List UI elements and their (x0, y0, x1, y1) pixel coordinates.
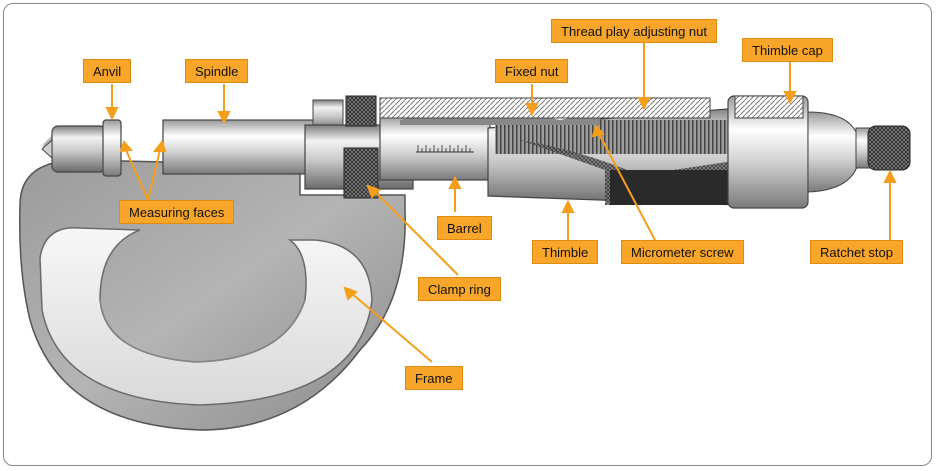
callout-anvil: Anvil (83, 59, 132, 83)
thimble-part (379, 97, 741, 206)
callout-measuring-faces: Measuring faces (119, 200, 235, 224)
callout-fixed-nut: Fixed nut (495, 59, 569, 83)
anvil-part (41, 119, 122, 177)
callout-barrel: Barrel (437, 216, 492, 240)
leader-lines (105, 38, 897, 363)
callout-frame: Frame (405, 366, 463, 390)
ratchet-stop-part (855, 125, 911, 171)
callout-clamp-ring: Clamp ring (418, 277, 501, 301)
callout-thimble: Thimble (532, 240, 599, 264)
callout-thread-play-adjusting-nut: Thread play adjusting nut (551, 19, 717, 43)
spindle-part (162, 119, 324, 175)
callout-micrometer-screw: Micrometer screw (621, 240, 744, 264)
thimble-cap-part (727, 95, 861, 209)
callout-thimble-cap: Thimble cap (742, 38, 833, 62)
callout-spindle: Spindle (185, 59, 249, 83)
callout-ratchet-stop: Ratchet stop (810, 240, 903, 264)
